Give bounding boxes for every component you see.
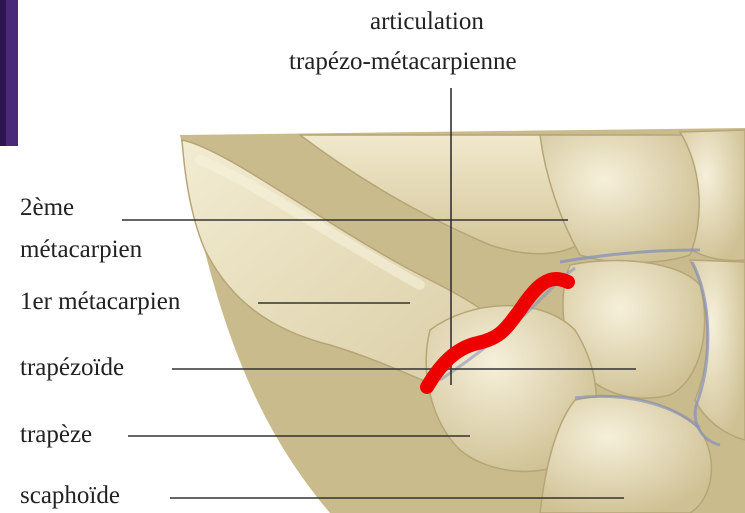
label-scaphoide: scaphoïde	[20, 482, 120, 510]
corner-tile-shade	[0, 0, 6, 146]
label-1er-metacarpien: 1er métacarpien	[20, 288, 180, 316]
title-line-2: trapézo-métacarpienne	[289, 48, 517, 76]
label-metacarpien: métacarpien	[20, 236, 142, 264]
label-trapezoide: trapézoïde	[20, 354, 124, 382]
label-trapeze: trapèze	[20, 421, 92, 449]
label-2eme: 2ème	[20, 194, 74, 222]
title-line-1: articulation	[370, 8, 484, 36]
